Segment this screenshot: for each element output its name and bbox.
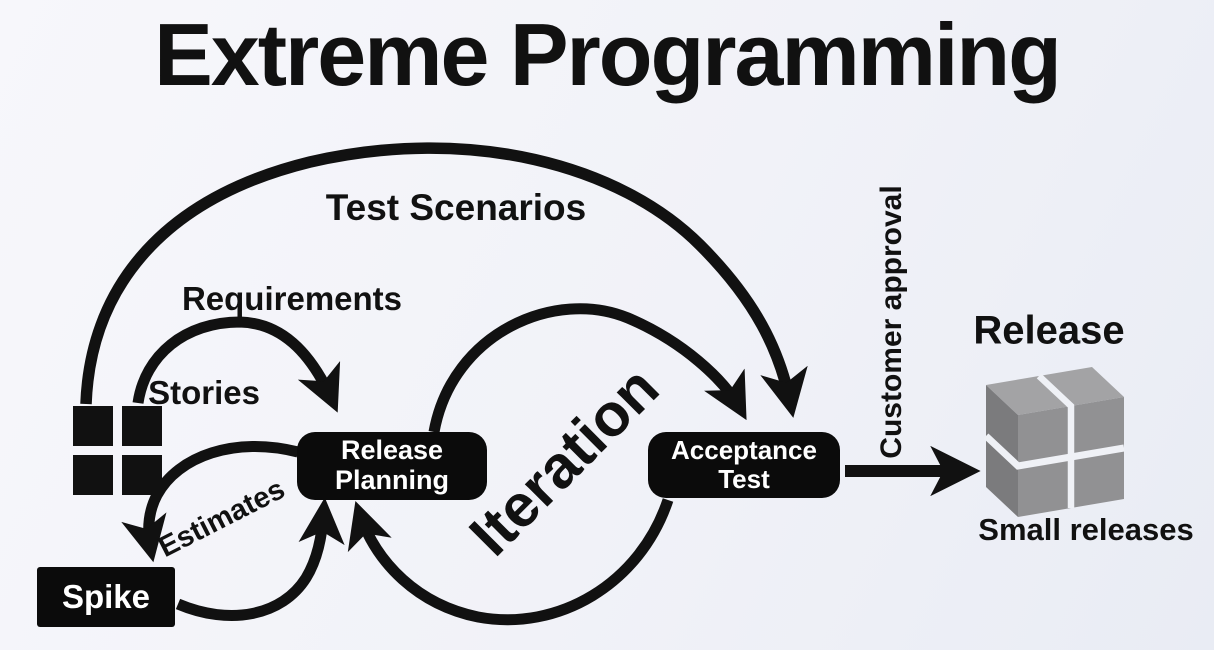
release-label: Release — [973, 308, 1125, 353]
requirements-label: Requirements — [181, 280, 403, 317]
cube-gap-horizontal — [983, 433, 1125, 470]
customer-approval-label: Customer approval — [875, 185, 908, 459]
requirements-arc — [132, 316, 341, 413]
iteration-return-arc — [347, 498, 674, 626]
user-stories-icon — [73, 406, 162, 495]
acceptance-test-label-line2: Test — [718, 464, 770, 494]
story-card — [122, 406, 162, 446]
spike-node: Spike — [37, 567, 175, 627]
page-title: Extreme Programming — [154, 5, 1062, 104]
small-releases-label: Small releases — [978, 512, 1194, 547]
story-card — [73, 406, 113, 446]
story-card — [122, 455, 162, 495]
iteration-top-arc — [428, 303, 747, 433]
cube-gap-vertical — [1036, 373, 1075, 508]
release-planning-label-line2: Planning — [335, 465, 449, 495]
release-planning-to-spike-arc — [121, 441, 300, 563]
stories-label: Stories — [148, 374, 260, 411]
acceptance-test-node: Acceptance Test — [648, 432, 840, 498]
acceptance-test-label-line1: Acceptance — [671, 435, 817, 466]
test-scenarios-arc — [80, 142, 808, 418]
story-card — [73, 455, 113, 495]
release-cube — [983, 367, 1125, 517]
release-planning-label-line1: Release — [340, 435, 444, 466]
test-scenarios-label: Test Scenarios — [325, 187, 587, 228]
spike-label: Spike — [61, 577, 151, 615]
release-planning-node: Release Planning — [297, 432, 487, 500]
spike-to-release-planning-arc — [175, 497, 345, 621]
